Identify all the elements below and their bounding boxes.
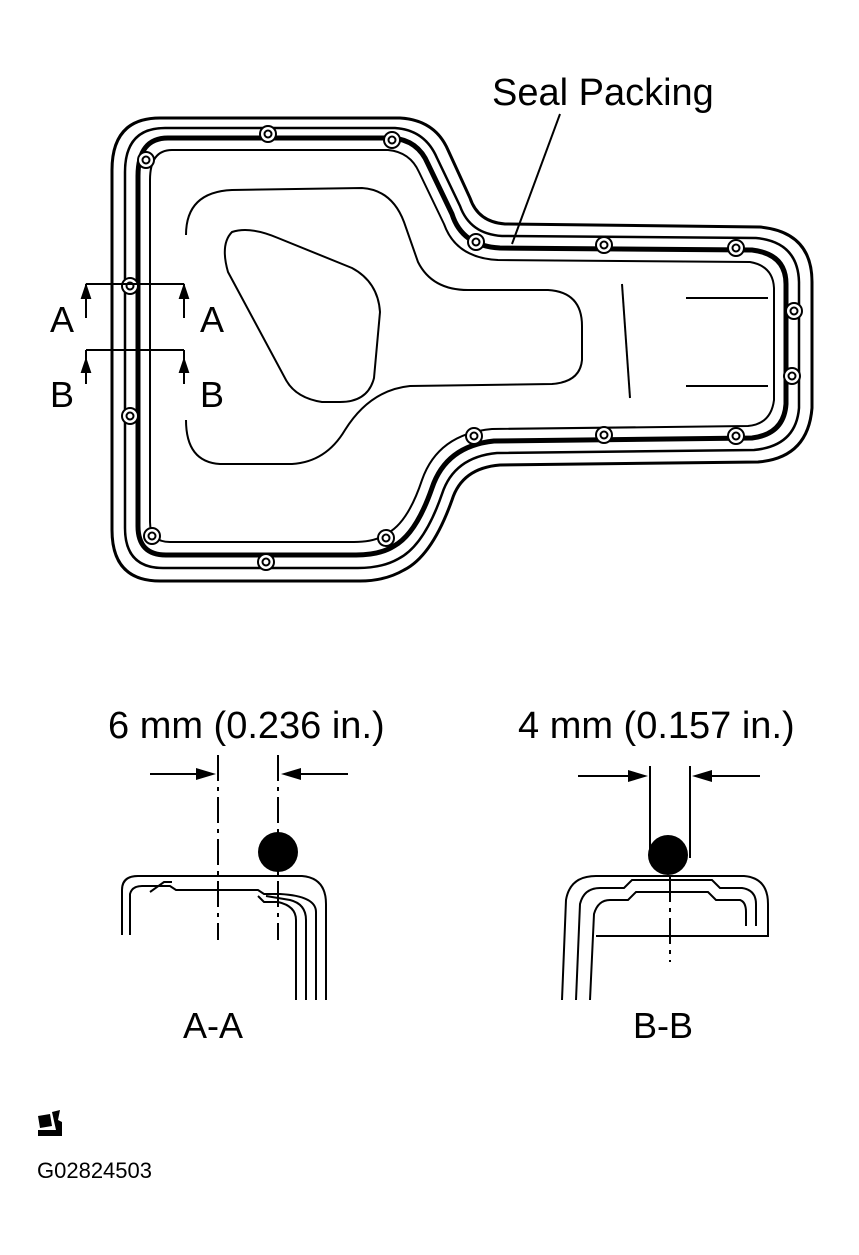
dimension-arrowhead [281,768,301,780]
bolt-hole [261,557,271,567]
bolt-hole [599,240,609,250]
oil-pan-outer-flange [110,116,814,583]
bolt-hole [787,371,797,381]
oil-pan-sump-contour [185,187,583,465]
section-arrowhead [80,356,92,373]
bolt-hole [125,411,135,421]
flange-profile-bb-inner2 [589,891,747,1001]
flange-profile-aa-inner2 [149,881,307,1000]
dimension-bb-label: 4 mm (0.157 in.) [518,705,795,747]
seal-packing-label: Seal Packing [492,72,714,114]
pan-rib-line [621,283,631,399]
section-aa-title: A-A [183,1005,243,1046]
section-arrowhead [80,282,92,299]
section-bb: 4 mm (0.157 in.) B-B [518,705,795,1046]
section-arrowhead [178,282,190,299]
bolt-hole [471,237,481,247]
oil-pan-drain-recess [223,229,381,403]
bolt-holes [121,125,803,571]
bolt-hole [469,431,479,441]
dimension-arrowhead [628,770,648,782]
section-bb-title: B-B [633,1005,693,1046]
flange-profile-bb [561,875,769,1001]
section-arrowhead [178,356,190,373]
bolt-hole [387,135,397,145]
section-marker-a-right: A [200,299,224,340]
figure-id: G02824503 [37,1158,152,1183]
oil-pan-top-view [110,116,814,583]
seal-packing-leader [511,113,561,245]
sealant-icon [38,1110,62,1136]
seal-packing-outer [123,126,801,570]
seal-bead-bb [648,835,688,875]
bolt-hole [731,431,741,441]
section-cut-markers [80,282,190,384]
section-marker-a-left: A [50,299,74,340]
bolt-hole [599,430,609,440]
dimension-arrowhead [692,770,712,782]
dimension-arrowhead [196,768,216,780]
flange-profile-aa-inner [129,885,317,1000]
dimension-aa-label: 6 mm (0.236 in.) [108,705,385,747]
flange-profile-bb-inner [575,879,757,1001]
seal-bead-aa [258,832,298,872]
bolt-hole [731,243,741,253]
bolt-hole [147,531,157,541]
bolt-hole [789,306,799,316]
section-aa: 6 mm (0.236 in.) A-A [108,705,385,1046]
bolt-hole [381,533,391,543]
seal-packing-bead [135,135,789,558]
section-marker-b-left: B [50,374,74,415]
section-marker-b-right: B [200,374,224,415]
bolt-hole [263,129,273,139]
bolt-hole [141,155,151,165]
flange-profile-aa [121,875,327,1000]
